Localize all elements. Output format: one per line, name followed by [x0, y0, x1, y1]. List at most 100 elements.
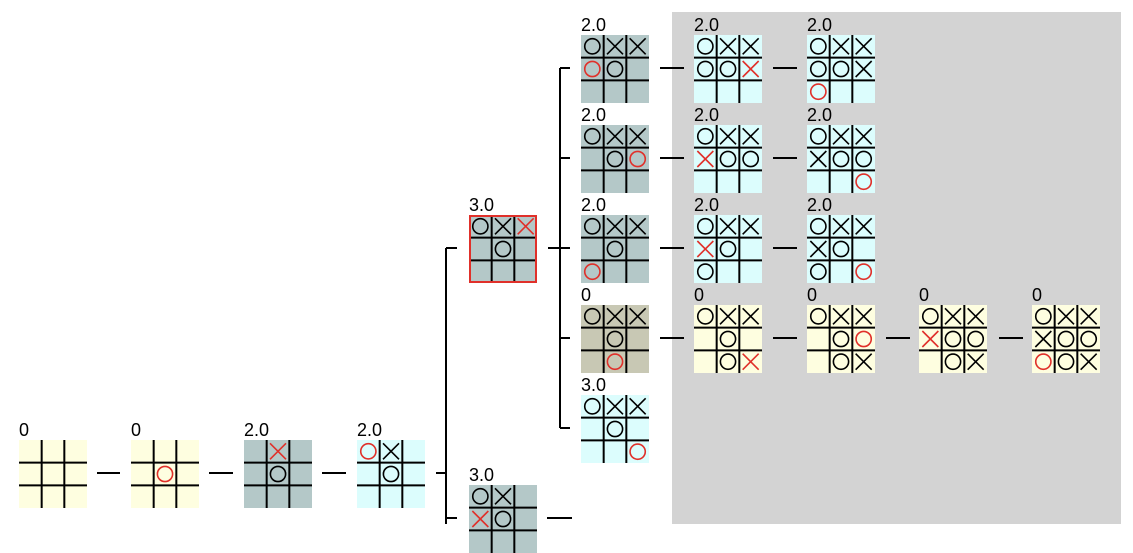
o-mark — [696, 60, 714, 78]
node-score: 2.0 — [357, 420, 383, 440]
board-graphic — [357, 440, 425, 508]
board-graphic — [694, 35, 762, 103]
x-mark — [832, 37, 850, 55]
o-mark — [606, 240, 624, 258]
board-background — [131, 440, 199, 508]
o-mark — [809, 127, 827, 145]
o-mark — [1057, 353, 1075, 371]
o-mark — [944, 330, 962, 348]
x-mark — [606, 127, 624, 145]
node-score: 0 — [1032, 285, 1043, 305]
o-mark — [583, 307, 601, 325]
tic-tac-toe-board — [19, 440, 87, 508]
o-mark — [583, 127, 601, 145]
x-mark — [1080, 307, 1098, 325]
board-graphic — [807, 35, 875, 103]
o-mark — [583, 397, 601, 415]
o-mark — [1034, 307, 1052, 325]
o-mark — [719, 60, 737, 78]
tic-tac-toe-board — [807, 125, 875, 193]
tic-tac-toe-board — [131, 440, 199, 508]
board-graphic — [807, 215, 875, 283]
node-score: 0 — [694, 285, 705, 305]
tic-tac-toe-board — [694, 215, 762, 283]
o-mark — [583, 37, 601, 55]
node-score: 2.0 — [807, 195, 833, 215]
node-score: 2.0 — [694, 195, 720, 215]
o-mark — [944, 353, 962, 371]
o-mark — [832, 353, 850, 371]
x-mark — [855, 37, 873, 55]
board-graphic — [131, 440, 199, 508]
x-mark — [517, 217, 535, 235]
tic-tac-toe-board — [807, 305, 875, 373]
x-mark — [832, 127, 850, 145]
x-mark — [719, 307, 737, 325]
x-mark — [1080, 353, 1098, 371]
o-mark — [832, 150, 850, 168]
o-mark — [719, 240, 737, 258]
board-graphic — [694, 305, 762, 373]
node-score: 3.0 — [581, 375, 607, 395]
o-mark — [606, 420, 624, 438]
x-mark — [606, 217, 624, 235]
x-mark — [742, 127, 760, 145]
selected-tic-tac-toe-board — [469, 215, 537, 283]
x-mark — [629, 397, 647, 415]
o-mark — [156, 465, 174, 483]
o-mark — [382, 465, 400, 483]
o-mark — [696, 307, 714, 325]
x-mark — [494, 217, 512, 235]
tic-tac-toe-board — [694, 305, 762, 373]
board-background — [469, 485, 537, 553]
board-graphic — [919, 305, 987, 373]
tic-tac-toe-board — [469, 485, 537, 553]
node-score: 0 — [131, 420, 142, 440]
x-mark — [1057, 307, 1075, 325]
node-score: 0 — [19, 420, 30, 440]
o-mark — [855, 330, 873, 348]
node-score: 2.0 — [581, 15, 607, 35]
x-mark — [719, 217, 737, 235]
x-mark — [809, 150, 827, 168]
x-mark — [809, 240, 827, 258]
board-graphic — [807, 125, 875, 193]
board-graphic — [807, 305, 875, 373]
tic-tac-toe-board — [357, 440, 425, 508]
o-mark — [742, 150, 760, 168]
o-mark — [809, 83, 827, 101]
x-mark — [742, 353, 760, 371]
o-mark — [583, 217, 601, 235]
o-mark — [696, 263, 714, 281]
x-mark — [719, 37, 737, 55]
x-mark — [629, 127, 647, 145]
o-mark — [809, 37, 827, 55]
board-graphic — [581, 395, 649, 463]
x-mark — [629, 217, 647, 235]
o-mark — [696, 127, 714, 145]
o-mark — [1080, 330, 1098, 348]
tic-tac-toe-board — [1032, 305, 1100, 373]
o-mark — [809, 307, 827, 325]
board-background — [357, 440, 425, 508]
x-mark — [921, 330, 939, 348]
x-mark — [382, 442, 400, 460]
x-mark — [967, 353, 985, 371]
o-mark — [583, 263, 601, 281]
tree-connectors — [97, 67, 1023, 524]
o-mark — [606, 353, 624, 371]
tic-tac-toe-board — [244, 440, 312, 508]
o-mark — [269, 465, 287, 483]
x-mark — [719, 127, 737, 145]
o-mark — [832, 330, 850, 348]
o-mark — [967, 330, 985, 348]
x-mark — [606, 397, 624, 415]
board-background — [19, 440, 87, 508]
x-mark — [1034, 330, 1052, 348]
o-mark — [855, 173, 873, 191]
board-graphic — [1032, 305, 1100, 373]
board-graphic — [469, 485, 537, 553]
node-score: 3.0 — [469, 195, 495, 215]
board-graphic — [581, 215, 649, 283]
o-mark — [832, 60, 850, 78]
